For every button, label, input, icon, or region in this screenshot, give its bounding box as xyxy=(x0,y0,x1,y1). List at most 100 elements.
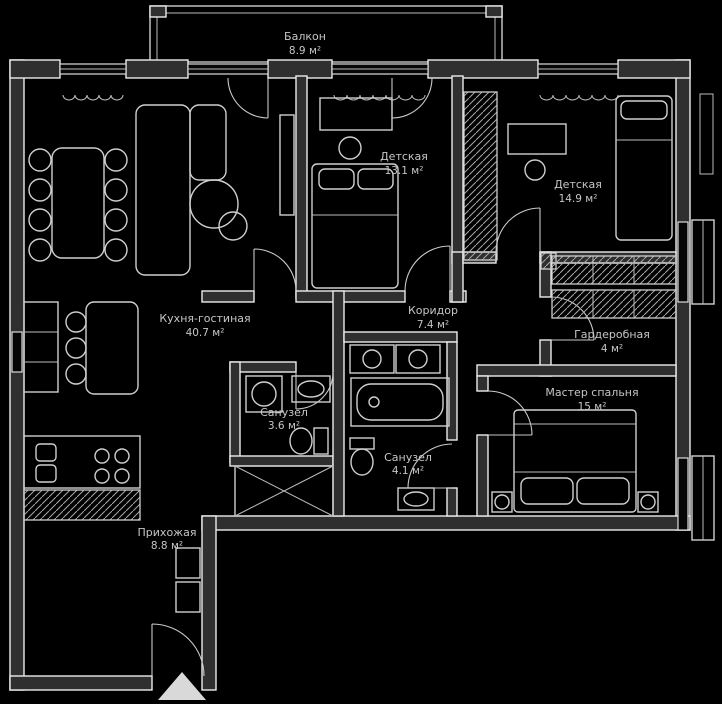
sink-bowl xyxy=(362,349,382,369)
wall-bath2-top xyxy=(343,331,458,343)
wardrobe-shelves xyxy=(551,289,677,319)
door-kitchen xyxy=(253,248,297,292)
kitchen-counter xyxy=(23,435,141,489)
wall-bath-divider xyxy=(332,290,345,517)
stove-burners xyxy=(94,448,130,484)
pillow xyxy=(576,477,630,505)
bar-chair xyxy=(65,311,87,333)
balcony-outer-wall xyxy=(149,5,503,63)
pillow xyxy=(318,168,355,190)
toilet-tank xyxy=(349,437,375,450)
room-area-hallway: 8.8 м² xyxy=(151,540,183,552)
hallway-cabinet xyxy=(175,547,201,579)
room-label-children-1: Детская xyxy=(380,150,428,163)
room-label-kitchen-living: Кухня-гостиная xyxy=(159,312,250,325)
dining-chair xyxy=(104,178,128,202)
bathroom-sink xyxy=(291,375,331,403)
bar-chair xyxy=(65,337,87,359)
wall-bath2-right xyxy=(446,487,458,517)
sink-bowl xyxy=(403,491,429,507)
drain-pipe xyxy=(699,93,714,175)
room-children-2: Детская 14.9 м² xyxy=(463,91,673,261)
nightstand xyxy=(637,491,659,513)
dining-chairs xyxy=(28,148,128,262)
hallway-cabinet xyxy=(175,581,201,613)
door-balcony-living xyxy=(227,77,269,119)
washing-machine-drum xyxy=(251,381,277,407)
curtain-marks xyxy=(539,94,619,101)
wall-top-pillar xyxy=(427,59,539,79)
vanity-unit xyxy=(349,344,395,374)
dining-chair xyxy=(104,238,128,262)
wall-top-pillar xyxy=(125,59,189,79)
room-area-corridor: 7.4 м² xyxy=(417,319,449,331)
wardrobe-shelves xyxy=(551,255,677,285)
balcony: Балкон 8.9 м² xyxy=(149,5,503,63)
door-master xyxy=(487,390,533,436)
wall-bottom xyxy=(201,515,691,531)
coffee-table xyxy=(189,179,239,229)
pillow xyxy=(620,100,668,120)
door-children1 xyxy=(404,245,451,292)
dining-chair xyxy=(104,148,128,172)
wall-hallway-bottom xyxy=(9,675,153,691)
bathtub-drain xyxy=(368,396,380,408)
master-bed xyxy=(513,409,637,513)
desk xyxy=(319,97,393,131)
room-area-kitchen-living: 40.7 м² xyxy=(186,327,225,339)
room-bathroom-2: Санузел 4.1 м² xyxy=(349,344,450,511)
room-area-wardrobe: 4 м² xyxy=(601,343,623,355)
bathtub xyxy=(350,377,450,427)
wall-master-left xyxy=(476,434,489,517)
doors xyxy=(151,77,595,677)
wall-master-left xyxy=(476,375,489,392)
dining-chair xyxy=(28,178,52,202)
desk xyxy=(507,123,567,155)
wall-bath2-right xyxy=(446,341,458,441)
windows xyxy=(11,63,715,541)
dining-chair xyxy=(104,208,128,232)
kitchen-sink xyxy=(35,464,57,483)
room-area-children-1: 13.1 м² xyxy=(385,165,424,177)
desk-chair xyxy=(524,159,546,181)
room-label-hallway: Прихожая xyxy=(138,526,197,539)
room-label-wardrobe: Гардеробная xyxy=(574,328,650,341)
pillow xyxy=(520,477,574,505)
sink-bowl xyxy=(408,349,428,369)
window-right xyxy=(677,221,689,303)
kitchen-island xyxy=(85,301,139,395)
curtain-marks xyxy=(62,94,124,101)
tv-console xyxy=(279,114,295,216)
kitchen-sink xyxy=(35,443,57,462)
nightstand-lamp xyxy=(494,494,510,510)
dining-chair xyxy=(28,208,52,232)
window-right xyxy=(677,457,689,531)
entry-closet xyxy=(234,465,334,517)
room-label-children-2: Детская xyxy=(554,178,602,191)
vanity-unit xyxy=(395,344,441,374)
room-label-bath-1: Санузел xyxy=(260,406,308,419)
wall-closet-top xyxy=(229,455,334,467)
bathroom-sink xyxy=(397,487,435,511)
room-bathroom-1: Санузел 3.6 м² xyxy=(245,375,331,455)
bed xyxy=(615,95,673,241)
sink-bowl xyxy=(297,380,325,398)
door-children2 xyxy=(495,207,541,253)
entry-arrow-icon xyxy=(158,672,206,700)
wall-kitchen-corridor xyxy=(201,290,255,303)
bathtub-inner xyxy=(356,383,444,421)
wall-children1-corridor xyxy=(295,290,406,303)
wall-top-pillar xyxy=(617,59,691,79)
room-area-balcony: 8.9 м² xyxy=(289,45,321,57)
sofa-chaise xyxy=(189,104,227,181)
room-label-bath-2: Санузел xyxy=(384,451,432,464)
wall-hallway-right xyxy=(201,515,217,691)
coffee-table xyxy=(218,211,248,241)
room-area-children-2: 14.9 м² xyxy=(559,193,598,205)
wall-top-pillar xyxy=(9,59,61,79)
dining-chair xyxy=(28,148,52,172)
sofa xyxy=(135,104,191,276)
room-children-1: Детская 13.1 м² xyxy=(311,97,428,289)
wall-bath1-left xyxy=(229,361,241,463)
